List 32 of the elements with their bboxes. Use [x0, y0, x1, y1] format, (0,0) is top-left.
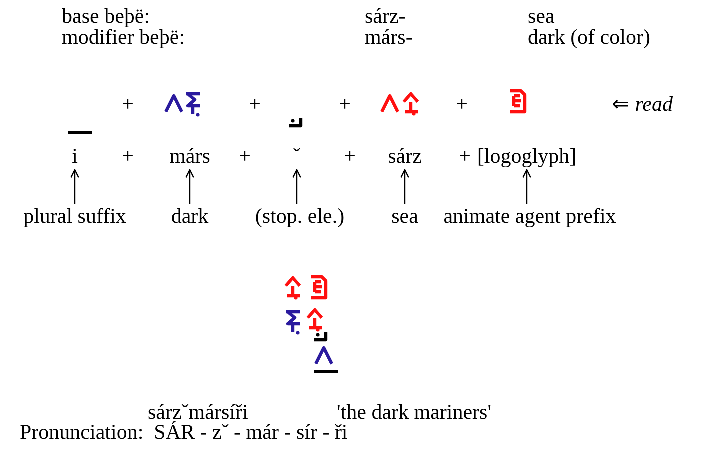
- plus-sign: +: [122, 146, 134, 167]
- gloss-text: sea: [392, 206, 418, 227]
- plus-sign: +: [339, 94, 351, 115]
- reading-direction-note: ⇐ read: [612, 94, 673, 115]
- morpheme-text: [logoglyph]: [477, 146, 577, 167]
- gloss-text: plural suffix: [24, 206, 126, 227]
- morpheme-text: márs: [170, 146, 210, 167]
- plus-sign: +: [344, 146, 356, 167]
- gloss-text: dark (of color): [528, 27, 650, 48]
- stem-text: márs-: [365, 27, 413, 48]
- pronunciation-text: Pronunciation: SÁR - zˇ - már - sír - ři: [20, 422, 348, 443]
- arrow: [400, 169, 410, 204]
- morpheme-text: sárz: [388, 146, 422, 167]
- plus-sign: +: [249, 94, 261, 115]
- morpheme-text: i: [72, 146, 78, 167]
- arrow: [292, 169, 302, 204]
- gloss-text: animate agent prefix: [444, 206, 616, 227]
- plus-sign: +: [122, 94, 134, 115]
- gloss-text: dark: [171, 206, 209, 227]
- plus-sign: +: [239, 146, 251, 167]
- plus-sign: +: [456, 94, 468, 115]
- arrow: [186, 169, 194, 204]
- row-label: modifier beþë:: [62, 27, 186, 48]
- translation-text: 'the dark mariners': [337, 402, 492, 423]
- stem-text: sárz-: [365, 6, 406, 27]
- gloss-text: sea: [528, 6, 555, 27]
- morpheme-text: ˇ: [294, 146, 300, 167]
- plus-sign: +: [459, 146, 471, 167]
- arrow: [70, 169, 80, 204]
- row-label: base beþë:: [62, 6, 150, 27]
- gloss-text: (stop. ele.): [255, 206, 345, 227]
- arrow: [522, 169, 532, 204]
